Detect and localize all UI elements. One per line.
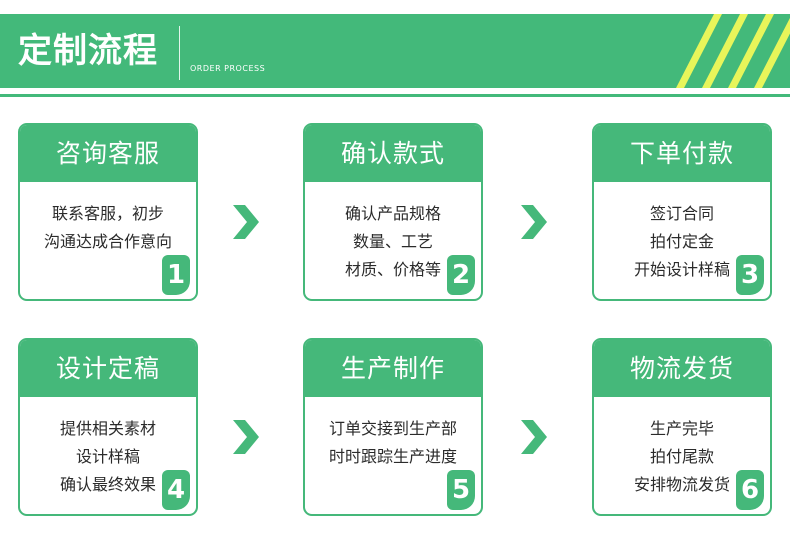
step-card-4: 设计定稿 提供相关素材 设计样稿 确认最终效果 4	[18, 338, 198, 516]
step-line: 签订合同	[649, 204, 714, 223]
step-card-3: 下单付款 签订合同 拍付定金 开始设计样稿 3	[592, 123, 772, 301]
chevron-right-icon	[233, 420, 259, 454]
step-line: 时时跟踪生产进度	[328, 447, 457, 466]
step-line: 生产完毕	[649, 419, 714, 438]
step-line: 联系客服，初步	[51, 204, 164, 223]
step-number-badge: 5	[447, 470, 475, 510]
header-banner: 定制流程 ORDER PROCESS	[0, 14, 790, 88]
step-card-1: 咨询客服 联系客服，初步 沟通达成合作意向 1	[18, 123, 198, 301]
page-subtitle: ORDER PROCESS	[190, 64, 266, 73]
step-title: 确认款式	[305, 125, 481, 182]
step-line: 沟通达成合作意向	[43, 232, 172, 251]
step-line: 确认最终效果	[59, 475, 156, 494]
step-line: 设计样稿	[75, 447, 140, 466]
title-divider	[179, 26, 180, 80]
step-title: 设计定稿	[20, 340, 196, 397]
step-line: 开始设计样稿	[633, 260, 730, 279]
step-line: 材质、价格等	[344, 260, 441, 279]
step-description: 联系客服，初步 沟通达成合作意向	[20, 182, 196, 256]
step-number-badge: 3	[736, 255, 764, 295]
step-line: 订单交接到生产部	[328, 419, 457, 438]
step-line: 拍付定金	[649, 232, 714, 251]
step-description: 订单交接到生产部 时时跟踪生产进度	[305, 397, 481, 471]
step-title: 生产制作	[305, 340, 481, 397]
step-description: 签订合同 拍付定金 开始设计样稿	[594, 182, 770, 284]
chevron-right-icon	[521, 420, 547, 454]
step-number-badge: 6	[736, 470, 764, 510]
step-card-6: 物流发货 生产完毕 拍付尾款 安排物流发货 6	[592, 338, 772, 516]
step-number-badge: 2	[447, 255, 475, 295]
step-description: 提供相关素材 设计样稿 确认最终效果	[20, 397, 196, 499]
step-line: 安排物流发货	[633, 475, 730, 494]
step-number-badge: 1	[162, 255, 190, 295]
step-card-2: 确认款式 确认产品规格 数量、工艺 材质、价格等 2	[303, 123, 483, 301]
step-line: 确认产品规格	[344, 204, 441, 223]
diagonal-stripes-decoration	[676, 14, 790, 88]
step-line: 数量、工艺	[352, 232, 433, 251]
step-description: 生产完毕 拍付尾款 安排物流发货	[594, 397, 770, 499]
step-description: 确认产品规格 数量、工艺 材质、价格等	[305, 182, 481, 284]
step-line: 拍付尾款	[649, 447, 714, 466]
step-title: 物流发货	[594, 340, 770, 397]
step-title: 咨询客服	[20, 125, 196, 182]
step-line: 提供相关素材	[59, 419, 156, 438]
step-number-badge: 4	[162, 470, 190, 510]
chevron-right-icon	[521, 205, 547, 239]
step-title: 下单付款	[594, 125, 770, 182]
chevron-right-icon	[233, 205, 259, 239]
page-title: 定制流程	[18, 31, 158, 71]
header-underline	[0, 94, 790, 97]
step-card-5: 生产制作 订单交接到生产部 时时跟踪生产进度 5	[303, 338, 483, 516]
